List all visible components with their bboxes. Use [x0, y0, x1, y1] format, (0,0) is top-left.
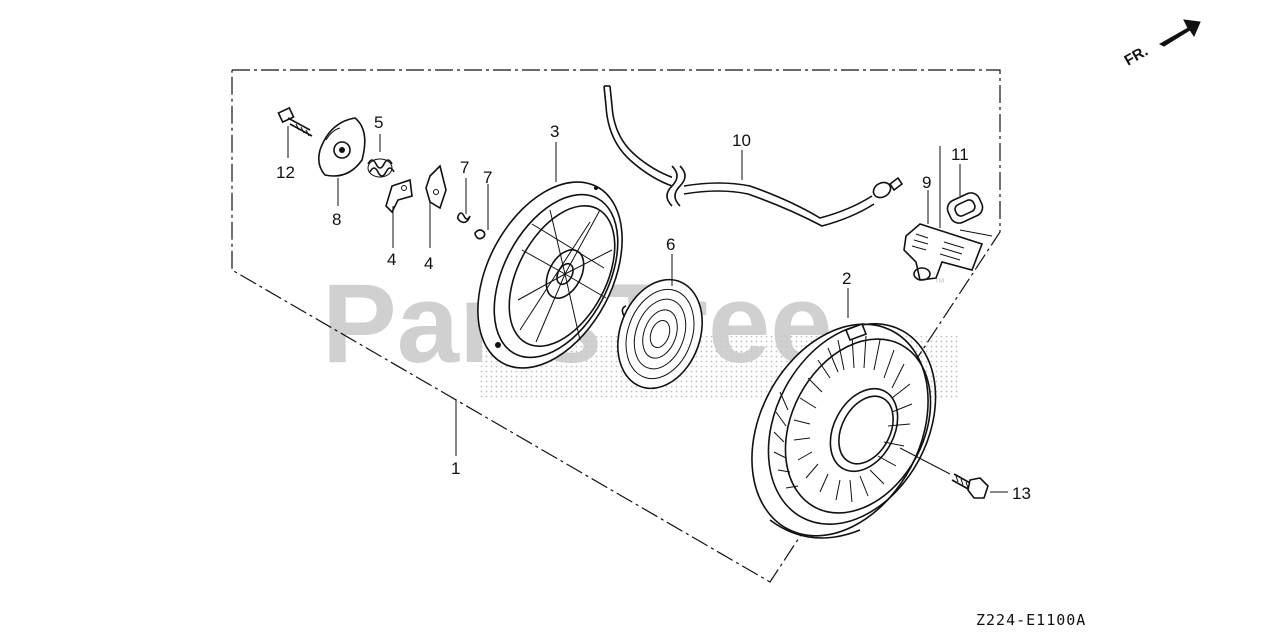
part-9-handle — [903, 146, 993, 281]
leader-lines — [287, 126, 1008, 493]
part-3-reel — [477, 181, 623, 369]
drawing-code: Z224-E1100A — [976, 611, 1086, 629]
part-4-pawl-a — [385, 178, 413, 214]
part-7-spring-b — [474, 229, 486, 240]
callout-10: 10 — [732, 131, 751, 150]
part-4-pawl-b — [425, 164, 447, 210]
part-5-spring — [367, 158, 395, 178]
callout-4-a: 4 — [387, 250, 396, 269]
callout-5: 5 — [374, 113, 383, 132]
part-2-starter-case — [751, 322, 937, 539]
callout-8: 8 — [332, 210, 341, 229]
callout-2: 2 — [842, 269, 851, 288]
callout-7-b: 7 — [483, 168, 492, 187]
callout-7-a: 7 — [460, 158, 469, 177]
part-6-recoil-spring — [617, 278, 703, 390]
part-10-starter-rope — [603, 85, 904, 227]
callout-4-b: 4 — [424, 254, 433, 273]
callout-11: 11 — [951, 145, 969, 164]
callout-9: 9 — [922, 173, 931, 192]
callout-6: 6 — [666, 235, 675, 254]
part-11-grip-insert — [946, 192, 984, 224]
part-12-bolt — [277, 106, 313, 137]
callouts: 1 2 3 4 4 5 6 7 7 8 9 10 11 12 13 — [276, 113, 1031, 503]
front-direction-indicator: FR. — [1122, 19, 1201, 70]
part-13-flange-bolt — [951, 473, 989, 499]
watermark-trademark: ™ — [934, 277, 945, 289]
direction-arrow-icon — [1158, 19, 1201, 47]
part-8-ratchet — [318, 117, 366, 177]
callout-1: 1 — [451, 459, 460, 478]
direction-label: FR. — [1122, 43, 1151, 70]
callout-13: 13 — [1012, 484, 1031, 503]
callout-3: 3 — [550, 122, 559, 141]
callout-12: 12 — [276, 163, 295, 182]
part-7-spring-a — [457, 212, 471, 224]
